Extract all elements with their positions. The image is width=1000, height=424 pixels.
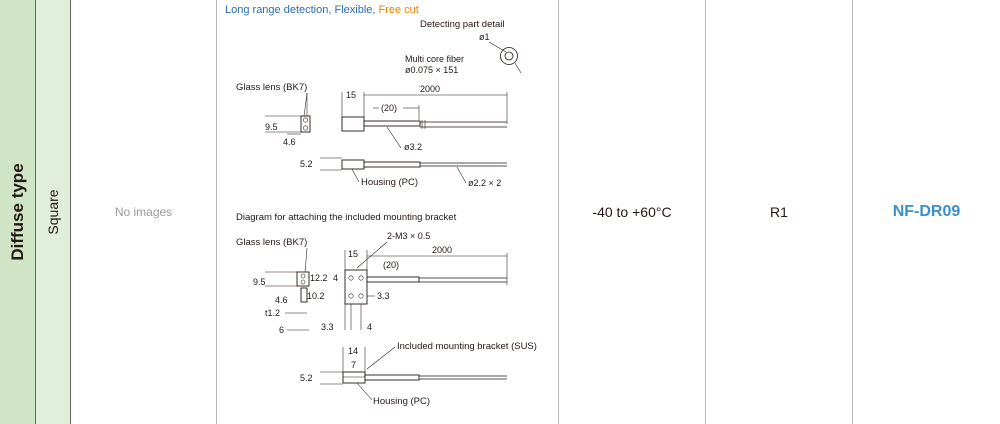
dimensions-title: Long range detection, Flexible, Free cut [225,4,419,16]
fiber-cross-section [500,47,518,65]
dim-15-label: 15 [346,90,356,100]
dim-3-3b-label: 3.3 [321,322,334,332]
shape-label: Square [45,189,61,235]
temperature-cell: -40 to +60°C [559,0,706,424]
fiber-core [504,51,514,61]
image-cell: No images [71,0,217,424]
dim-3-2-label: ø3.2 [404,142,422,152]
type-cell: Diffuse type [0,0,36,424]
dimension-drawing: Detecting part detail ø1 Multi core fibe… [236,19,537,407]
fiber-spec-label: ø0.075 × 151 [405,65,458,75]
glass-lens-label-2: Glass lens (BK7) [236,237,307,248]
dim-6-label: 6 [279,325,284,335]
type-label: Diffuse type [7,163,27,261]
dim-4-6-label: 4.6 [283,137,296,147]
dim-7-label: 7 [351,360,356,370]
dim-20b-label: (20) [383,260,399,270]
dim-9-5-label: 9.5 [265,122,278,132]
model-cell: NF-DR09 [853,0,1000,424]
dim-t1-2-label: t1.2 [265,308,280,318]
mounting-bracket-top [344,269,368,305]
protective-tube-side-bracket [364,374,420,381]
no-images-placeholder: No images [114,205,173,219]
dim-4-6b-label: 4.6 [275,295,288,305]
dim-14-label: 14 [348,346,358,356]
m3-thread-label: 2-M3 × 0.5 [387,231,430,241]
included-bracket-label: Included mounting bracket (SUS) [397,341,537,352]
bending-radius-cell: R1 [706,0,853,424]
dim-2000-label: 2000 [420,84,440,94]
housing-pc-label: Housing (PC) [361,177,418,188]
dim-3-3a-label: 3.3 [377,291,390,301]
dimensions-cell: Long range detection, Flexible, Free cut… [217,0,559,424]
shape-cell: Square [36,0,71,424]
protective-tube-top [363,120,421,127]
protective-tube-side [363,161,421,168]
dim-15b-label: 15 [348,249,358,259]
dim-5-2-label: 5.2 [300,159,313,169]
free-cut-label: Free cut [378,4,419,16]
housing-pc-label-2: Housing (PC) [373,396,430,407]
bracket-diagram-title: Diagram for attaching the included mount… [236,212,457,223]
dim-5-2b-label: 5.2 [300,373,313,383]
model-number-link[interactable]: NF-DR09 [892,203,961,220]
dim-20-label: (20) [381,103,397,113]
sensor-housing-side [341,159,365,170]
bracket-plate-side [300,287,308,303]
protective-tube-bracket [366,276,420,283]
sensor-lens-front [300,115,311,133]
dim-4b-label: 4 [367,322,372,332]
multi-core-fiber-label: Multi core fiber [405,54,464,64]
glass-lens-label: Glass lens (BK7) [236,82,307,93]
ambient-temperature-value: -40 to +60°C [592,204,672,220]
dim-9-5b-label: 9.5 [253,277,266,287]
core-diameter-label: ø1 [479,32,490,42]
bending-radius-value: R1 [770,204,788,220]
dim-2-2-label: ø2.2 × 2 [468,178,501,188]
detecting-part-detail-label: Detecting part detail [420,19,505,30]
sensor-housing-top [341,116,365,132]
dim-4-label: 4 [333,273,338,283]
dim-2000b-label: 2000 [432,245,452,255]
dimensions-title-main: Long range detection, Flexible, [225,4,379,16]
dim-10-2-label: 10.2 [307,291,325,301]
housing-side-bracket [342,371,366,384]
dim-12-2-label: 12.2 [310,273,328,283]
lens-front-bracket [296,271,310,287]
